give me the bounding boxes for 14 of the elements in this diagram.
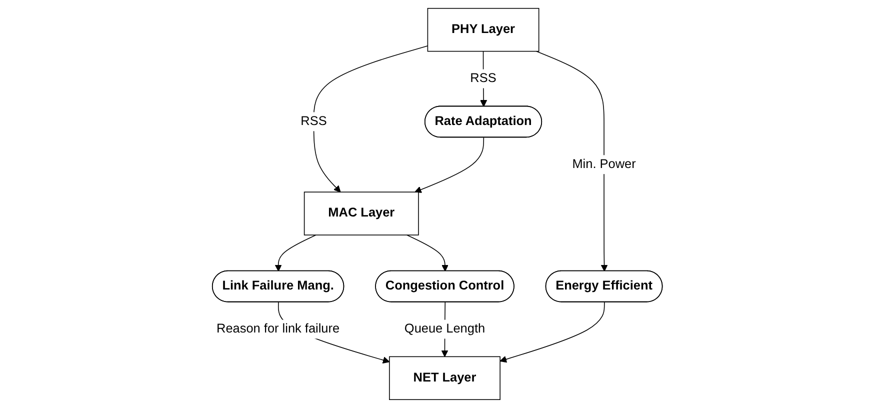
arrow (536, 50, 608, 272)
arrow (274, 234, 316, 272)
arrow (499, 302, 604, 363)
edge-label: Reason for link failure (216, 322, 340, 336)
edge-label: RSS (300, 114, 326, 128)
arrow (313, 45, 428, 192)
node-box: MAC Layer (304, 192, 419, 236)
arrow (414, 137, 484, 193)
edge-label: Queue Length (404, 322, 485, 336)
node-box: NET Layer (388, 356, 500, 400)
edge-label: Min. Power (572, 157, 636, 171)
node-box: PHY Layer (426, 8, 539, 52)
arrow (406, 234, 448, 272)
edge-label: RSS (470, 72, 496, 86)
